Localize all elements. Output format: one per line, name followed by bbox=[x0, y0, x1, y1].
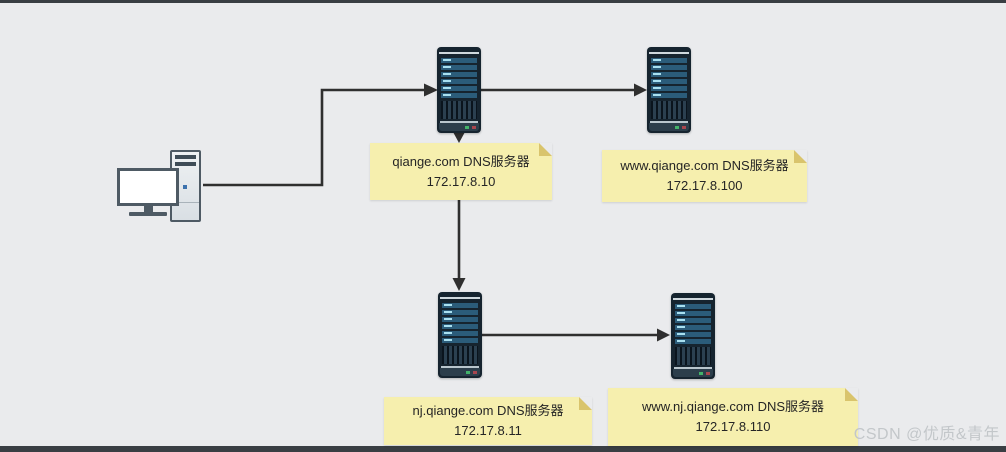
tower-divider bbox=[172, 202, 199, 203]
server-status-panel bbox=[439, 123, 479, 131]
note-ip: 172.17.8.100 bbox=[666, 178, 743, 193]
server-top-panel bbox=[649, 47, 689, 54]
server-drive-bays bbox=[675, 304, 711, 344]
client-computer-icon bbox=[117, 148, 207, 224]
green-led bbox=[465, 125, 469, 129]
server-top-panel bbox=[439, 47, 479, 54]
tower-power-led bbox=[183, 185, 187, 189]
note-hostname: www.nj.qiange.com DNS服务器 bbox=[641, 399, 825, 414]
arrow-nj-qiange-to-www-nj-qiange bbox=[481, 328, 670, 342]
red-led bbox=[682, 125, 686, 129]
note-hostname: www.qiange.com DNS服务器 bbox=[620, 158, 789, 173]
note-dns-qiange: qiange.com DNS服务器 172.17.8.10 bbox=[370, 143, 552, 200]
note-ip: 172.17.8.110 bbox=[695, 419, 771, 434]
server-drive-bays bbox=[441, 58, 477, 98]
computer-monitor bbox=[117, 168, 179, 206]
note-www-qiange: www.qiange.com DNS服务器 172.17.8.100 bbox=[602, 150, 807, 202]
monitor-stand-neck bbox=[144, 206, 153, 212]
note-ip: 172.17.8.10 bbox=[426, 173, 496, 189]
note-nj-qiange: nj.qiange.com DNS服务器 172.17.8.11 bbox=[384, 397, 592, 445]
monitor-stand-base bbox=[129, 212, 167, 216]
server-icon-www-nj-qiange bbox=[671, 293, 715, 379]
arrow-client-to-dns-qiange bbox=[203, 83, 438, 187]
server-icon-nj-qiange bbox=[438, 292, 482, 378]
red-led bbox=[473, 370, 477, 374]
red-led bbox=[472, 125, 476, 129]
green-led bbox=[675, 125, 679, 129]
server-divider bbox=[441, 366, 479, 368]
green-led bbox=[466, 370, 470, 374]
note-ip: 172.17.8.11 bbox=[454, 423, 522, 438]
tower-drive-slot bbox=[175, 162, 196, 166]
note-hostname: qiange.com DNS服务器 bbox=[392, 153, 530, 169]
server-status-panel bbox=[440, 368, 480, 376]
note-hostname: nj.qiange.com DNS服务器 bbox=[412, 403, 564, 418]
server-divider bbox=[674, 367, 712, 369]
server-drive-bays bbox=[442, 303, 478, 343]
server-top-panel bbox=[440, 292, 480, 299]
server-vent-grille bbox=[442, 346, 478, 364]
server-vent-grille bbox=[651, 101, 687, 119]
server-vent-grille bbox=[441, 101, 477, 119]
note-www-nj-qiange: www.nj.qiange.com DNS服务器 172.17.8.110 bbox=[608, 388, 858, 446]
green-led bbox=[699, 371, 703, 375]
server-icon-www-qiange bbox=[647, 47, 691, 133]
server-status-panel bbox=[673, 369, 713, 377]
server-icon-dns-qiange bbox=[437, 47, 481, 133]
tower-drive-slot bbox=[175, 155, 196, 159]
red-led bbox=[706, 371, 710, 375]
arrow-dns-qiange-to-nj-qiange bbox=[452, 200, 466, 291]
bottom-edge-bar bbox=[0, 446, 1006, 452]
server-divider bbox=[650, 121, 688, 123]
server-vent-grille bbox=[675, 347, 711, 365]
server-status-panel bbox=[649, 123, 689, 131]
server-divider bbox=[440, 121, 478, 123]
server-drive-bays bbox=[651, 58, 687, 98]
csdn-watermark: CSDN @优质&青年 bbox=[853, 426, 1000, 443]
top-edge-bar bbox=[0, 0, 1006, 3]
arrow-dns-qiange-to-www-qiange bbox=[481, 83, 647, 97]
server-top-panel bbox=[673, 293, 713, 300]
